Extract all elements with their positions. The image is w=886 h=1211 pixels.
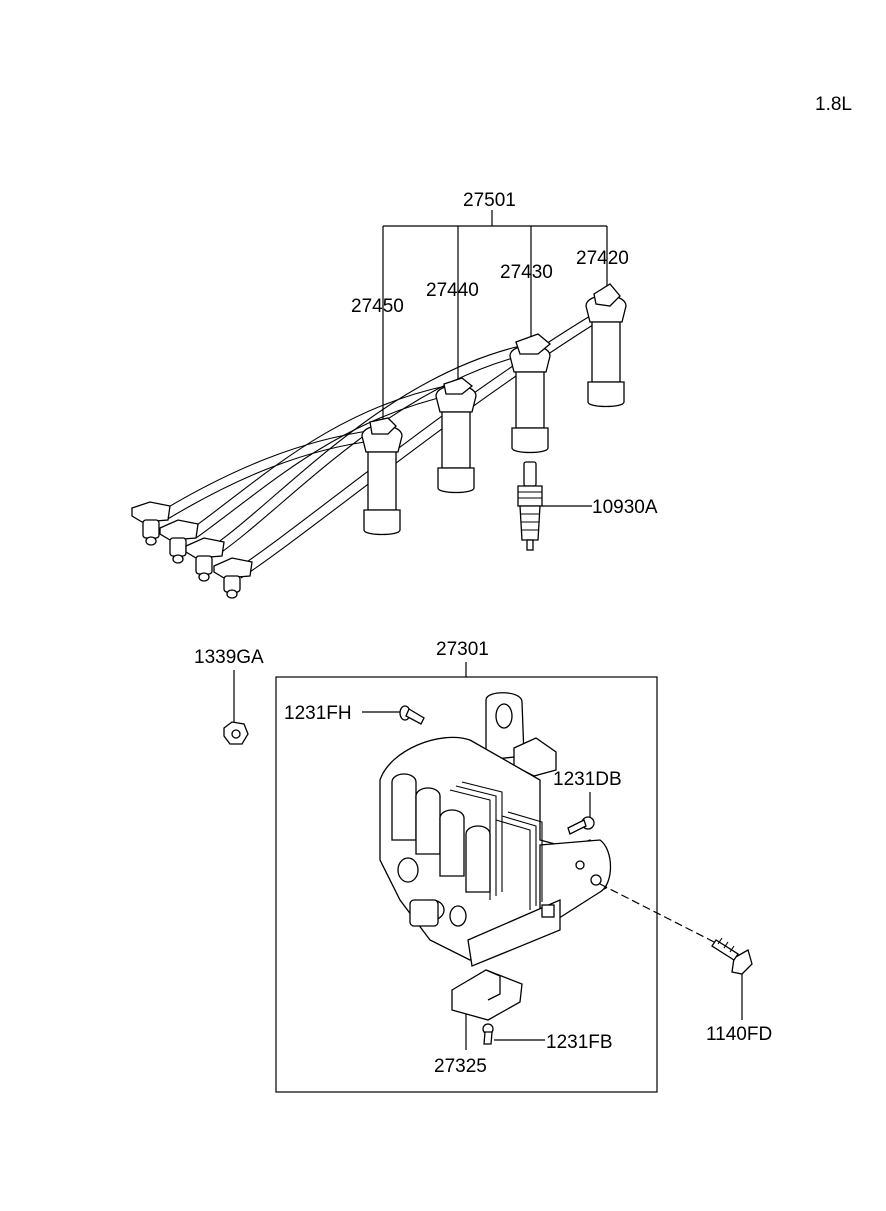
terminal-2 <box>159 519 199 564</box>
wire-set-leaders <box>382 210 608 420</box>
boot-27440 <box>435 377 477 494</box>
boot-27420 <box>585 283 627 408</box>
label-27301: 27301 <box>436 639 489 660</box>
screw-1231FH <box>399 705 425 725</box>
label-1140FD: 1140FD <box>706 1024 772 1045</box>
label-27430: 27430 <box>500 262 553 283</box>
ignition-wires <box>131 283 627 599</box>
bolt-1140FD <box>711 937 753 975</box>
screw-1231DB <box>567 816 595 835</box>
ignition-coil <box>379 692 612 967</box>
label-27501: 27501 <box>463 190 516 211</box>
coil-assembly-box <box>275 676 658 1093</box>
boot-27450 <box>361 417 403 536</box>
spark-plug <box>517 461 543 551</box>
label-1339GA: 1339GA <box>194 647 264 668</box>
nut-1339GA <box>223 721 249 745</box>
label-27325: 27325 <box>434 1056 487 1077</box>
label-27450: 27450 <box>351 296 404 317</box>
label-27440: 27440 <box>426 280 479 301</box>
label-1231FH: 1231FH <box>284 703 352 724</box>
engine-label: 1.8L <box>815 94 852 115</box>
terminal-3 <box>185 537 225 582</box>
terminal-1 <box>131 501 171 546</box>
label-1231FB: 1231FB <box>546 1032 613 1053</box>
label-27420: 27420 <box>576 248 629 269</box>
condenser-27325 <box>451 969 523 1021</box>
label-10930A: 10930A <box>592 497 658 518</box>
bolt-dashed-line <box>599 883 719 945</box>
boot-27430 <box>509 333 552 454</box>
label-1231DB: 1231DB <box>553 769 622 790</box>
screw-1231FB <box>482 1023 494 1045</box>
terminal-4 <box>213 557 253 599</box>
